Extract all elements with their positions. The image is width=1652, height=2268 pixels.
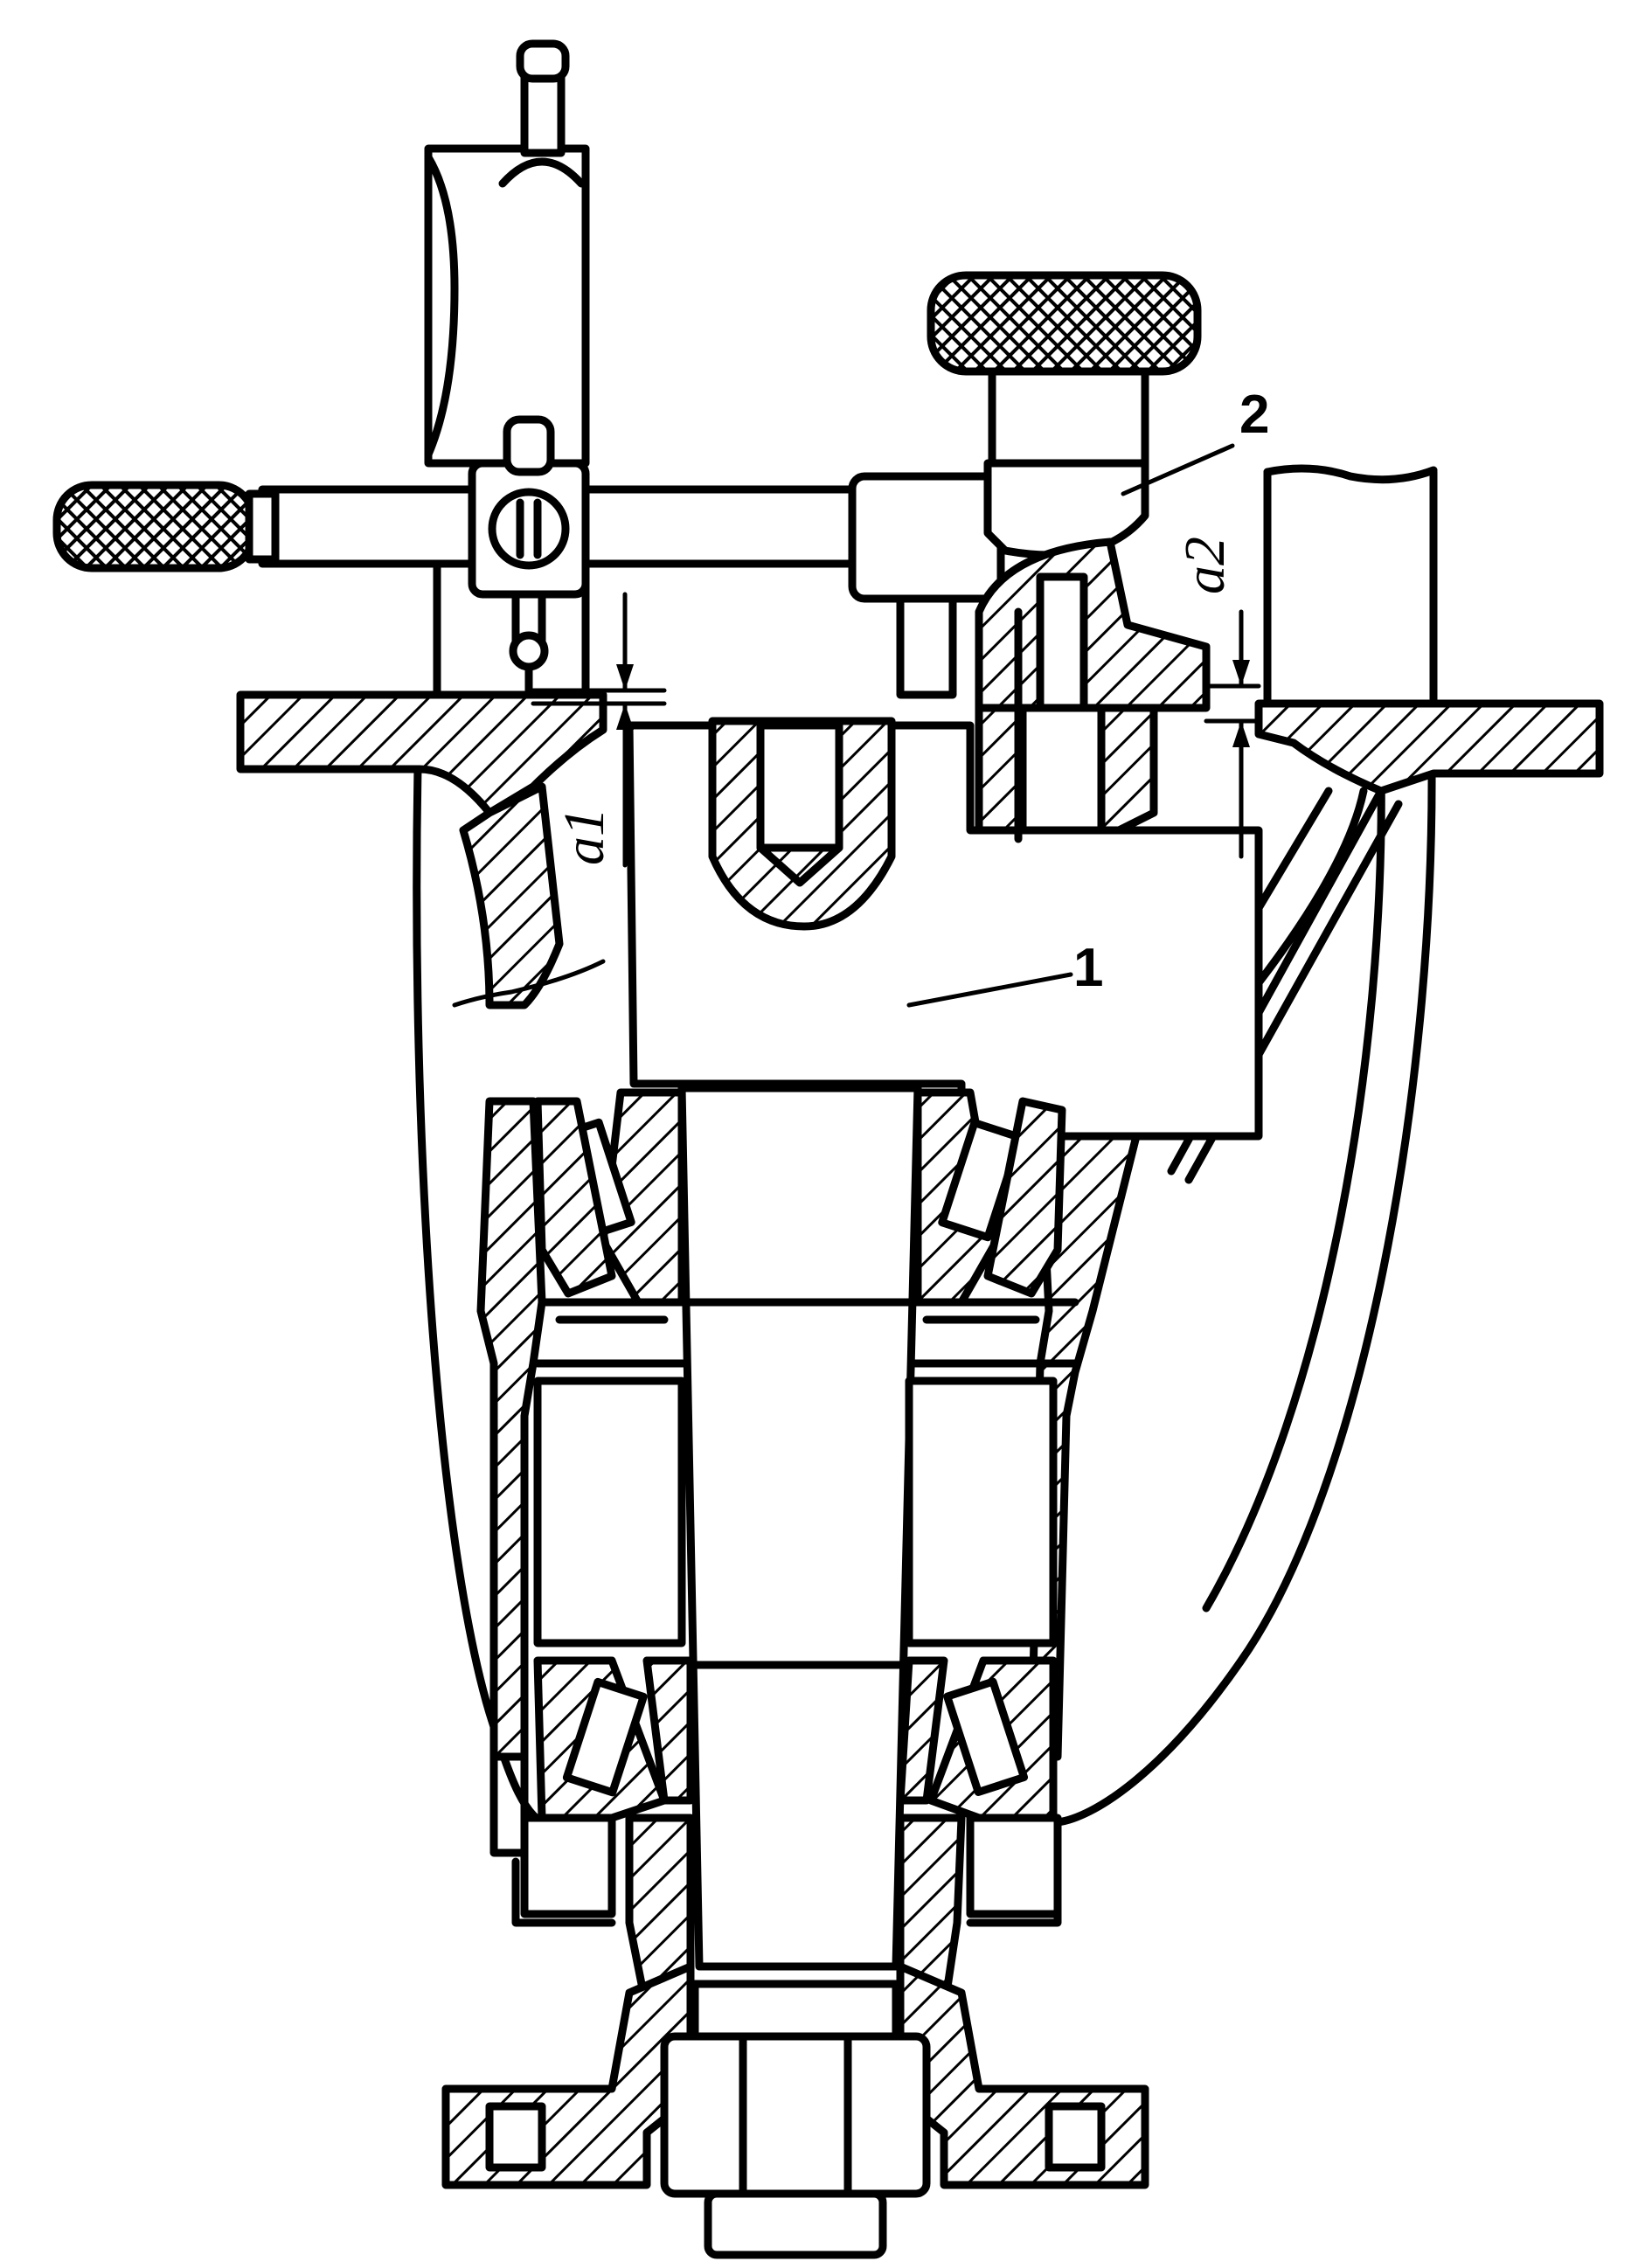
seal-cover	[489, 1752, 1062, 2015]
upper-bearing-left	[533, 1088, 686, 1307]
spacer-sleeve	[533, 1315, 1058, 1647]
dial-indicator-fixture	[52, 39, 1211, 843]
label-gap-a2: a2	[1173, 537, 1237, 594]
upper-bearing-right	[913, 1088, 1066, 1307]
label-part-1: 1	[1073, 938, 1103, 998]
label-part-2: 2	[1239, 385, 1269, 445]
dimension-a1	[531, 592, 667, 868]
leader-lines	[452, 443, 1235, 1008]
reference-riser	[1263, 464, 1438, 704]
pinion-shaft	[677, 1084, 922, 1971]
driven-gear-body	[625, 699, 1263, 1141]
outer-housing-outline	[413, 765, 1436, 1831]
lower-bearing-right	[896, 1656, 1058, 1822]
dimension-a2	[1204, 609, 1261, 859]
label-gap-a1: a1	[552, 808, 616, 865]
pinion-nut	[660, 2032, 931, 2259]
lower-bearing-left	[533, 1656, 695, 1822]
